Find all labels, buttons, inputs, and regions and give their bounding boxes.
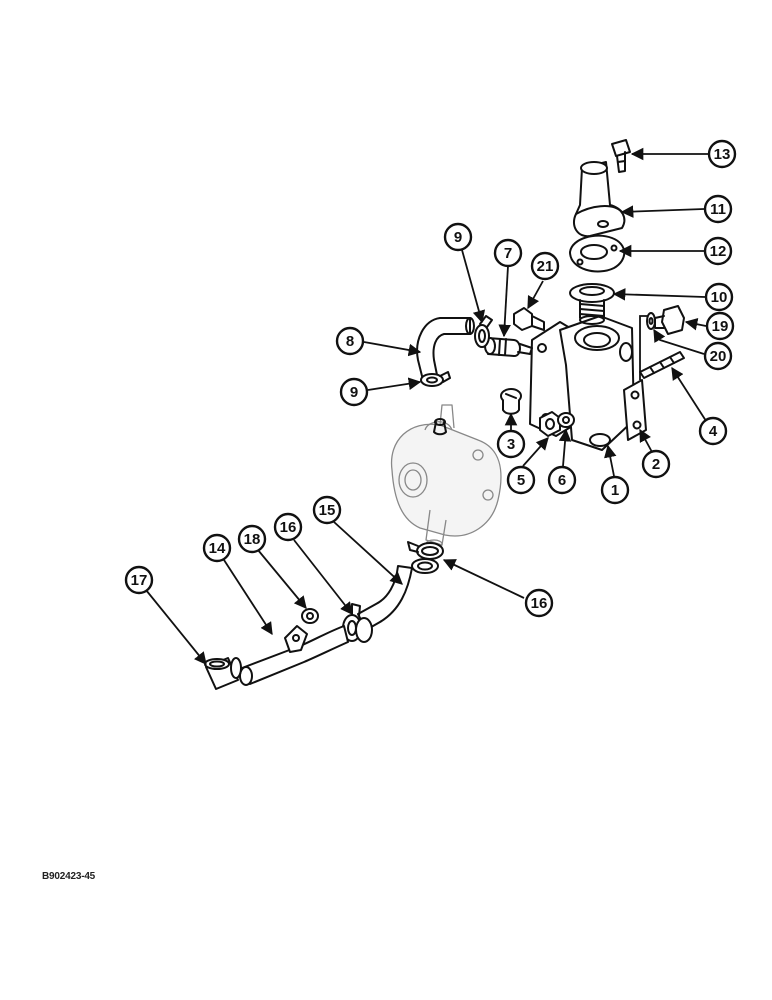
callout-16-left: 16 <box>273 512 303 542</box>
svg-text:10: 10 <box>711 289 728 306</box>
svg-text:9: 9 <box>350 384 358 401</box>
pipe-coupling-ring <box>355 617 373 643</box>
callout-12: 12 <box>703 236 733 266</box>
callout-15: 15 <box>312 495 342 525</box>
callout-20: 20 <box>703 341 733 371</box>
water-pipe <box>239 625 349 686</box>
svg-text:13: 13 <box>714 146 731 163</box>
thermostat-housing <box>529 315 647 451</box>
fitting <box>513 307 545 331</box>
water-pump-housing <box>390 404 502 549</box>
svg-text:11: 11 <box>710 201 726 218</box>
svg-text:6: 6 <box>558 472 566 489</box>
svg-text:2: 2 <box>652 456 660 473</box>
leader-lines <box>145 147 709 665</box>
washer <box>557 412 575 428</box>
nut <box>539 411 561 437</box>
callout-17: 17 <box>124 565 154 595</box>
callout-11: 11 <box>703 194 733 224</box>
plug-washer <box>646 312 656 330</box>
svg-text:17: 17 <box>131 572 148 589</box>
callout-1: 1 <box>600 475 630 505</box>
svg-text:9: 9 <box>454 229 462 246</box>
svg-text:19: 19 <box>712 318 729 335</box>
washer-18 <box>301 608 319 624</box>
svg-text:1: 1 <box>611 482 619 499</box>
callout-2: 2 <box>641 449 671 479</box>
stud <box>639 351 685 379</box>
callout-18: 18 <box>237 524 267 554</box>
svg-text:4: 4 <box>709 423 718 440</box>
svg-text:12: 12 <box>710 243 727 260</box>
callout-21: 21 <box>530 251 560 281</box>
callout-10: 10 <box>704 282 734 312</box>
callout-19: 19 <box>705 311 735 341</box>
svg-text:14: 14 <box>209 540 226 557</box>
callout-8: 8 <box>335 326 365 356</box>
svg-text:16: 16 <box>280 519 297 536</box>
hose-clamp-lower <box>420 371 451 387</box>
hose-sleeve <box>204 657 242 690</box>
svg-text:8: 8 <box>346 333 354 350</box>
svg-text:21: 21 <box>537 258 554 275</box>
svg-text:16: 16 <box>531 595 548 612</box>
callout-6: 6 <box>547 465 577 495</box>
bolt-3 <box>500 388 522 415</box>
callout-4: 4 <box>698 416 728 446</box>
callout-16-right: 16 <box>524 588 554 618</box>
bracket-line-19 <box>639 315 648 380</box>
drain-plug <box>654 305 685 335</box>
svg-text:7: 7 <box>504 245 512 262</box>
svg-text:15: 15 <box>319 502 336 519</box>
gasket <box>569 234 626 273</box>
callout-13: 13 <box>707 139 737 169</box>
hose-fitting <box>484 337 533 357</box>
svg-text:3: 3 <box>507 436 515 453</box>
pump-inlet-stub <box>433 421 447 436</box>
callout-14: 14 <box>202 533 232 563</box>
svg-text:5: 5 <box>517 472 525 489</box>
svg-text:20: 20 <box>710 348 727 365</box>
callout-3: 3 <box>496 429 526 459</box>
bolt-13 <box>611 139 631 173</box>
callout-9-upper: 9 <box>443 222 473 252</box>
callout-5: 5 <box>506 465 536 495</box>
svg-text:18: 18 <box>244 531 261 548</box>
callout-7: 7 <box>493 238 523 268</box>
intake-pipe <box>357 558 439 631</box>
hose-clamp-16-upper <box>407 541 444 560</box>
callout-9-lower: 9 <box>339 377 369 407</box>
water-outlet-elbow <box>572 161 626 238</box>
hose-clamp-upper <box>474 315 493 348</box>
drawing-reference-code: B902423-45 <box>42 871 96 882</box>
